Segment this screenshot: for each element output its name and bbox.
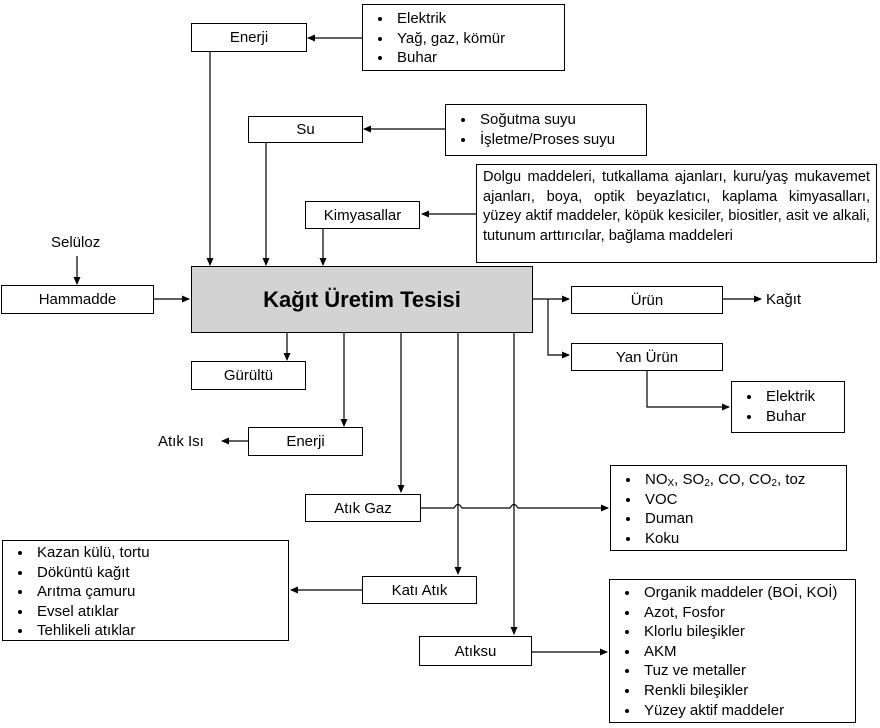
raw-material-label: Hammadde xyxy=(38,291,117,308)
list-item: Duman xyxy=(641,509,840,529)
list-item: Elektrik xyxy=(762,387,838,407)
list-item: Organik maddeler (BOİ, KOİ) xyxy=(640,583,849,603)
noise-box: Gürültü xyxy=(191,361,306,390)
solid-waste-list: Kazan külü, tortu Döküntü kağıt Arıtma ç… xyxy=(2,540,289,641)
energy-input-label: Enerji xyxy=(229,29,269,46)
chemicals-input-box: Kimyasallar xyxy=(305,201,420,229)
list-item: Klorlu bileşikler xyxy=(640,622,849,642)
solid-waste-label: Katı Atık xyxy=(391,581,448,599)
list-item: Renkli bileşikler xyxy=(640,681,849,701)
list-item: Evsel atıklar xyxy=(33,602,282,622)
byproduct-label: Yan Ürün xyxy=(615,348,679,366)
water-input-box: Su xyxy=(248,116,363,143)
energy-output-box: Enerji xyxy=(248,427,363,456)
wastewater-label: Atıksu xyxy=(454,642,497,660)
list-item: Tuz ve metaller xyxy=(640,661,849,681)
list-item: Buhar xyxy=(762,407,838,427)
energy-sources-list: Elektrik Yağ, gaz, kömür Buhar xyxy=(362,4,565,71)
byproduct-box: Yan Ürün xyxy=(571,343,723,371)
waste-gas-box: Atık Gaz xyxy=(305,494,421,522)
noise-label: Gürültü xyxy=(223,367,274,384)
arrow-byproduct xyxy=(547,299,570,359)
energy-output-label: Enerji xyxy=(286,433,325,450)
list-item: Arıtma çamuru xyxy=(33,582,282,602)
list-item: Koku xyxy=(641,529,840,549)
waste-gas-list: NOX, SO2, CO, CO2, toz VOC Duman Koku xyxy=(610,465,847,551)
product-box: Ürün xyxy=(571,286,723,314)
byproduct-results-list: Elektrik Buhar xyxy=(731,381,845,433)
arrow-gas-list xyxy=(421,503,609,512)
list-item: Buhar xyxy=(393,48,558,68)
raw-material-box: Hammadde xyxy=(1,285,154,314)
list-item: Soğutma suyu xyxy=(476,110,640,130)
product-label: Ürün xyxy=(630,291,664,309)
list-item: Yüzey aktif maddeler xyxy=(640,701,849,721)
list-item: Döküntü kağıt xyxy=(33,563,282,583)
list-item: Yağ, gaz, kömür xyxy=(393,29,558,49)
list-item: Azot, Fosfor xyxy=(640,603,849,623)
wastewater-list: Organik maddeler (BOİ, KOİ) Azot, Fosfor… xyxy=(609,579,856,723)
list-item: VOC xyxy=(641,490,840,510)
list-item: NOX, SO2, CO, CO2, toz xyxy=(641,470,840,490)
wastewater-box: Atıksu xyxy=(419,636,532,666)
solid-waste-box: Katı Atık xyxy=(362,576,477,604)
energy-input-box: Enerji xyxy=(191,23,307,52)
paper-plant-box: Kağıt Üretim Tesisi xyxy=(191,266,533,333)
list-item: Kazan külü, tortu xyxy=(33,543,282,563)
water-input-label: Su xyxy=(296,121,315,138)
waste-heat-label: Atık Isı xyxy=(158,433,204,450)
list-item: İşletme/Proses suyu xyxy=(476,130,640,150)
list-item: AKM xyxy=(640,642,849,662)
cellulose-label: Selüloz xyxy=(51,234,101,251)
chemicals-input-label: Kimyasallar xyxy=(323,206,402,224)
list-item: Elektrik xyxy=(393,9,558,29)
waste-gas-label: Atık Gaz xyxy=(334,499,392,517)
paper-label: Kağıt xyxy=(766,291,802,308)
arrow-byproduct-results xyxy=(646,370,730,411)
chemicals-description: Dolgu maddeleri, tutkallama ajanları, ku… xyxy=(476,164,877,263)
water-sources-list: Soğutma suyu İşletme/Proses suyu xyxy=(445,104,647,156)
paper-plant-title: Kağıt Üretim Tesisi xyxy=(263,286,461,312)
list-item: Tehlikeli atıklar xyxy=(33,621,282,641)
